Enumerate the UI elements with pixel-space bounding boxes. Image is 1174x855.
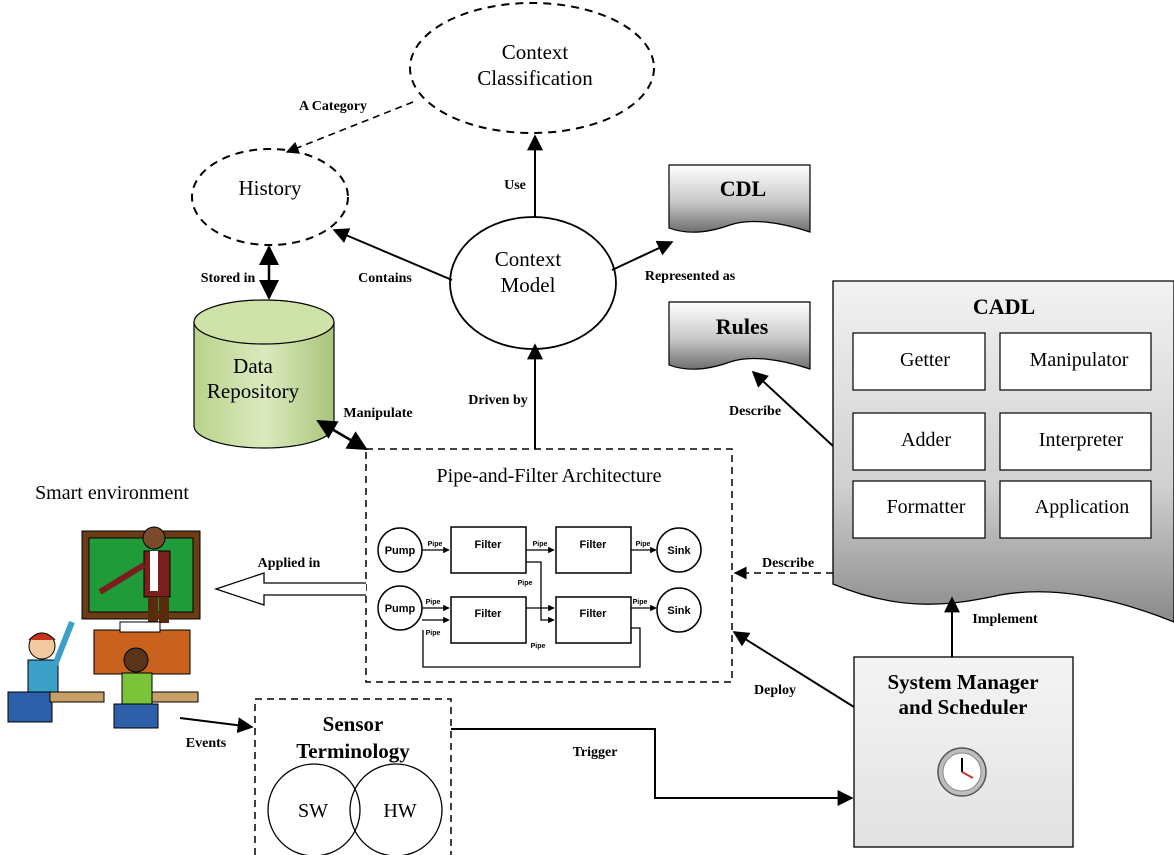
edge-deploy: Deploy: [754, 683, 796, 698]
edge-trigger: Trigger: [573, 745, 618, 760]
cadl-getter-box: Getter: [852, 332, 986, 391]
cdl-label: CDL: [720, 176, 766, 201]
cadl-adder-label: Adder: [901, 429, 951, 451]
clock-icon: [937, 747, 987, 797]
pipe-label: Pipe: [636, 541, 651, 548]
data-repository-node: Data Repository: [193, 299, 335, 449]
pipe-label: Pipe: [518, 580, 533, 587]
edge-represented-as: Represented as: [645, 269, 736, 284]
hw-circle: [349, 763, 443, 855]
context-model-line1: Context: [495, 247, 562, 271]
sink-2: [656, 587, 702, 633]
filter-3-label: Filter: [475, 608, 503, 620]
pipe-label: Pipe: [633, 599, 648, 606]
context-classification-line1: Context: [502, 40, 569, 64]
cadl-getter-label: Getter: [900, 349, 950, 371]
cadl-formatter-box: Formatter: [852, 480, 986, 539]
filter-4-label: Filter: [580, 608, 608, 620]
filter-4: [555, 596, 632, 644]
cadl-interpreter-label: Interpreter: [1039, 429, 1124, 451]
system-manager-node: System Manager and Scheduler: [853, 656, 1074, 848]
pipe-filter-container: Pipe-and-Filter Architecture Pump Filter…: [365, 448, 733, 683]
pump-1-label: Pump: [385, 545, 416, 557]
edge-events: Events: [186, 736, 227, 751]
system-manager-line2: and Scheduler: [899, 695, 1028, 719]
pump-2-label: Pump: [385, 603, 416, 615]
context-classification-line2: Classification: [477, 66, 593, 90]
cadl-application-box: Application: [999, 480, 1152, 539]
classroom-illustration: [7, 526, 201, 729]
sensor-terminology-container: Sensor Terminology SW HW: [254, 698, 452, 855]
filter-1-label: Filter: [475, 539, 503, 551]
cadl-title: CADL: [973, 294, 1035, 319]
edge-use: Use: [504, 178, 526, 193]
sink-1: [656, 527, 702, 573]
pipe-filter-title: Pipe-and-Filter Architecture: [437, 465, 662, 487]
cadl-interpreter-box: Interpreter: [999, 412, 1152, 471]
filter-1: [450, 526, 527, 574]
edge-stored-in: Stored in: [201, 271, 256, 286]
data-repository-line2: Repository: [207, 379, 300, 403]
edge-a-category: A Category: [299, 99, 367, 114]
sw-circle: [267, 763, 361, 855]
applied-in-arrow: [213, 572, 366, 606]
edge-describe-pf: Describe: [762, 556, 814, 571]
pipe-label: Pipe: [531, 643, 546, 650]
filter-2: [555, 526, 632, 574]
filter-2-label: Filter: [580, 539, 608, 551]
edge-driven-by: Driven by: [468, 393, 528, 408]
sink-1-label: Sink: [667, 545, 691, 557]
pipe-label: Pipe: [533, 541, 548, 548]
system-manager-line1: System Manager: [887, 670, 1038, 694]
cadl-adder-box: Adder: [852, 412, 986, 471]
rules-label: Rules: [716, 314, 769, 339]
context-model-node: Context Model: [449, 216, 617, 350]
pipe-label: Pipe: [426, 599, 441, 606]
hw-label: HW: [383, 800, 416, 822]
pipe-label: Pipe: [428, 541, 443, 548]
context-classification-node: Context Classification: [409, 2, 655, 134]
sensor-title-line1: Sensor: [323, 712, 384, 736]
rules-document: Rules: [668, 301, 811, 370]
cadl-manipulator-label: Manipulator: [1030, 349, 1129, 371]
history-node: History: [191, 148, 349, 246]
cdl-document: CDL: [668, 164, 811, 233]
cadl-manipulator-box: Manipulator: [999, 332, 1152, 391]
sink-2-label: Sink: [667, 605, 691, 617]
sw-label: SW: [298, 800, 328, 822]
cadl-formatter-label: Formatter: [887, 496, 966, 518]
context-model-line2: Model: [501, 273, 556, 297]
cadl-application-label: Application: [1035, 496, 1129, 518]
cadl-container: CADL Getter Manipulator Adder Interprete…: [832, 280, 1174, 623]
smart-environment-label: Smart environment: [35, 482, 189, 504]
edge-implement: Implement: [972, 612, 1038, 627]
filter-3: [450, 596, 527, 644]
edge-applied-in: Applied in: [258, 556, 321, 571]
history-label: History: [239, 176, 303, 200]
edge-contains: Contains: [358, 271, 412, 286]
sensor-title-line2: Terminology: [296, 739, 410, 763]
edge-manipulate: Manipulate: [343, 406, 412, 421]
pipe-label: Pipe: [426, 630, 441, 637]
data-repository-line1: Data: [233, 354, 273, 378]
edge-describe-rules: Describe: [729, 404, 781, 419]
